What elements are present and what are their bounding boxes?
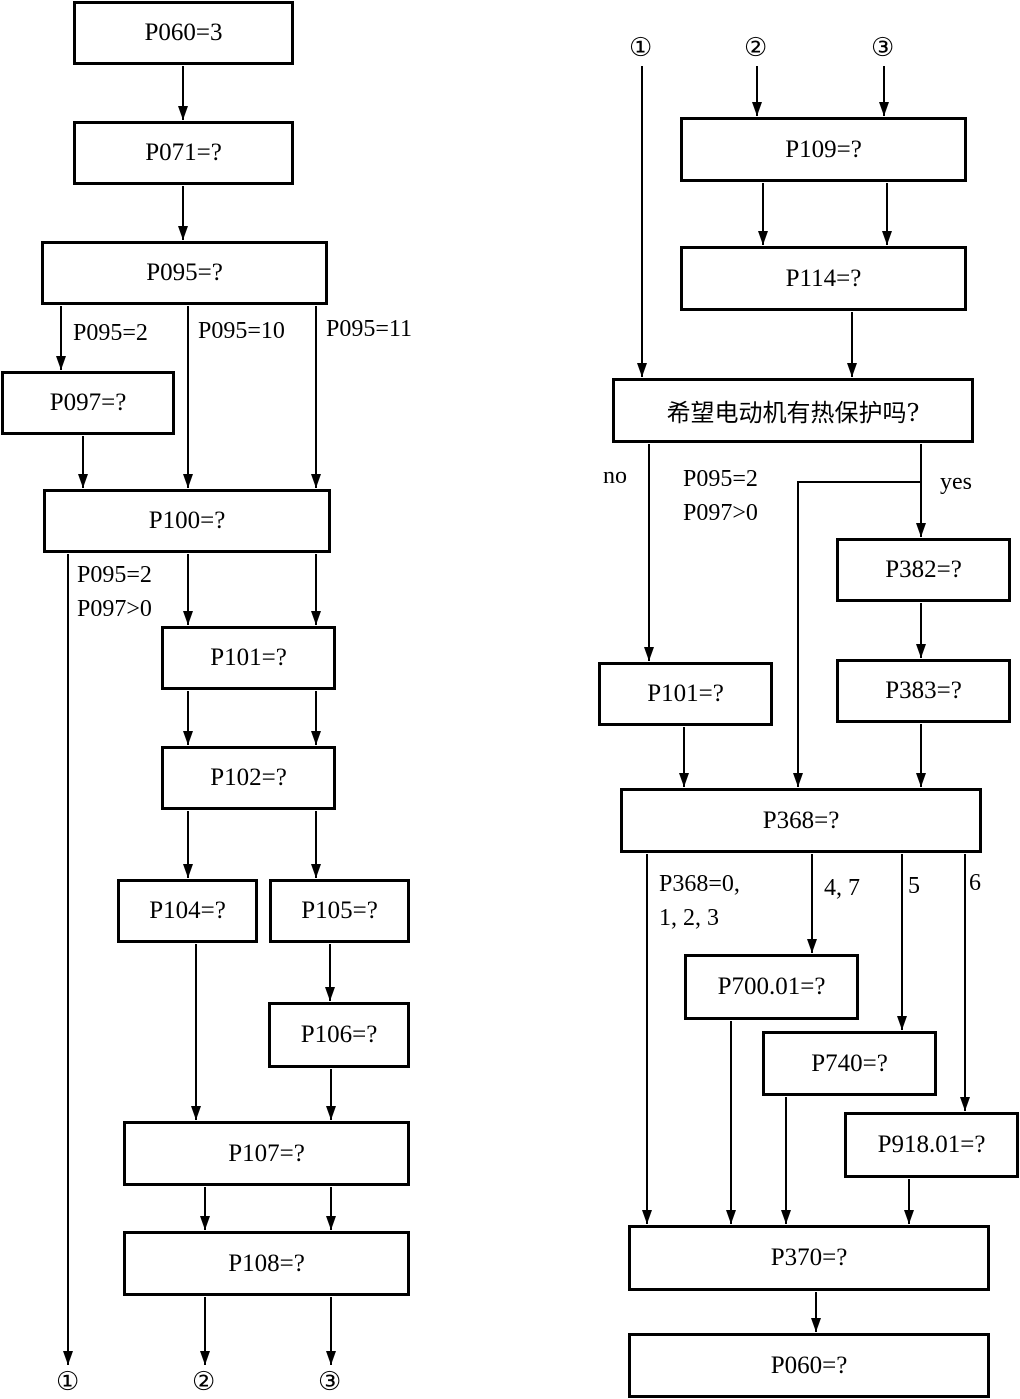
arrowhead-6	[78, 474, 88, 488]
node-p108: P108=?	[123, 1231, 410, 1296]
label-right-condition-line1: P095=2	[683, 466, 758, 492]
arrowhead-11	[311, 731, 321, 745]
node-p071: P071=?	[73, 121, 294, 185]
label-p368-values-line1: P368=0,	[659, 871, 740, 897]
arrowhead-10	[183, 731, 193, 745]
connector-2-bottom: ②	[192, 1367, 216, 1397]
arrowhead-12	[183, 864, 193, 878]
arrowhead-39	[904, 1210, 914, 1224]
node-p101-left: P101=?	[161, 626, 336, 690]
node-p107: P107=?	[123, 1121, 410, 1186]
label-p368-4-7: 4, 7	[824, 875, 860, 901]
label-p368-values-line2: 1, 2, 3	[659, 905, 719, 931]
node-p368: P368=?	[620, 788, 982, 853]
connector-2-top: ②	[744, 33, 768, 63]
arrowhead-17	[200, 1216, 210, 1230]
arrowhead-35	[897, 1016, 907, 1030]
arrowhead-8	[183, 611, 193, 625]
connector-3-bottom: ③	[318, 1367, 342, 1397]
arrowhead-33	[642, 1210, 652, 1224]
node-p104: P104=?	[117, 879, 258, 943]
node-p095: P095=?	[41, 241, 328, 305]
node-p114: P114=?	[680, 246, 967, 311]
node-p101-right: P101=?	[598, 662, 773, 726]
arrowhead-14	[325, 987, 335, 1001]
node-p109: P109=?	[680, 117, 967, 182]
label-p368-5: 5	[908, 873, 920, 899]
node-motor-thermal-protection-question: 希望电动机有热保护吗?	[612, 378, 974, 443]
node-p097: P097=?	[1, 371, 175, 435]
arrowhead-24	[758, 231, 768, 245]
label-no: no	[603, 463, 627, 489]
arrowhead-15	[191, 1106, 201, 1120]
label-left-condition-line1: P095=2	[77, 562, 152, 588]
connector-1-bottom: ①	[56, 1367, 80, 1397]
label-yes: yes	[940, 469, 972, 495]
node-p105: P105=?	[269, 879, 410, 943]
arrowhead-40	[811, 1318, 821, 1332]
node-p106: P106=?	[268, 1002, 410, 1068]
label-right-condition-line2: P097>0	[683, 500, 758, 526]
arrowhead-34	[807, 939, 817, 953]
arrowhead-1	[178, 106, 188, 120]
node-p383: P383=?	[836, 659, 1011, 723]
arrowhead-30	[916, 644, 926, 658]
arrowhead-29	[793, 773, 803, 787]
arrowhead-3	[56, 356, 66, 370]
arrowhead-4	[183, 474, 193, 488]
arrowhead-2	[178, 226, 188, 240]
arrowhead-18	[326, 1216, 336, 1230]
node-p100: P100=?	[43, 489, 331, 553]
node-p102: P102=?	[161, 746, 336, 810]
arrowhead-13	[311, 864, 321, 878]
label-p095-eq-11: P095=11	[326, 316, 412, 342]
arrowhead-16	[326, 1106, 336, 1120]
flow-line-29	[797, 481, 921, 787]
node-p918-01: P918.01=?	[844, 1112, 1019, 1178]
node-p060-start: P060=3	[73, 1, 294, 65]
node-p060-end: P060=?	[628, 1333, 990, 1398]
arrowhead-20	[326, 1351, 336, 1365]
arrowhead-9	[311, 611, 321, 625]
arrowhead-27	[644, 647, 654, 661]
connector-1-top: ①	[629, 33, 653, 63]
arrowhead-5	[311, 474, 321, 488]
arrowhead-7	[63, 1351, 73, 1365]
label-left-condition-line2: P097>0	[77, 596, 152, 622]
label-p095-eq-10: P095=10	[198, 318, 285, 344]
arrowhead-31	[679, 773, 689, 787]
arrowhead-38	[781, 1210, 791, 1224]
connector-3-top: ③	[871, 33, 895, 63]
arrowhead-26	[847, 363, 857, 377]
arrowhead-28	[916, 523, 926, 537]
label-p095-eq-2: P095=2	[73, 320, 148, 346]
arrowhead-36	[960, 1097, 970, 1111]
node-p700-01: P700.01=?	[684, 954, 859, 1020]
arrowhead-22	[752, 102, 762, 116]
arrowhead-21	[637, 363, 647, 377]
arrowhead-37	[726, 1210, 736, 1224]
node-p740: P740=?	[762, 1031, 937, 1096]
arrowhead-25	[882, 231, 892, 245]
arrowhead-23	[879, 102, 889, 116]
arrowhead-19	[200, 1351, 210, 1365]
node-p370: P370=?	[628, 1225, 990, 1291]
arrowhead-32	[916, 773, 926, 787]
label-p368-6: 6	[969, 870, 981, 896]
node-p382: P382=?	[836, 538, 1011, 602]
